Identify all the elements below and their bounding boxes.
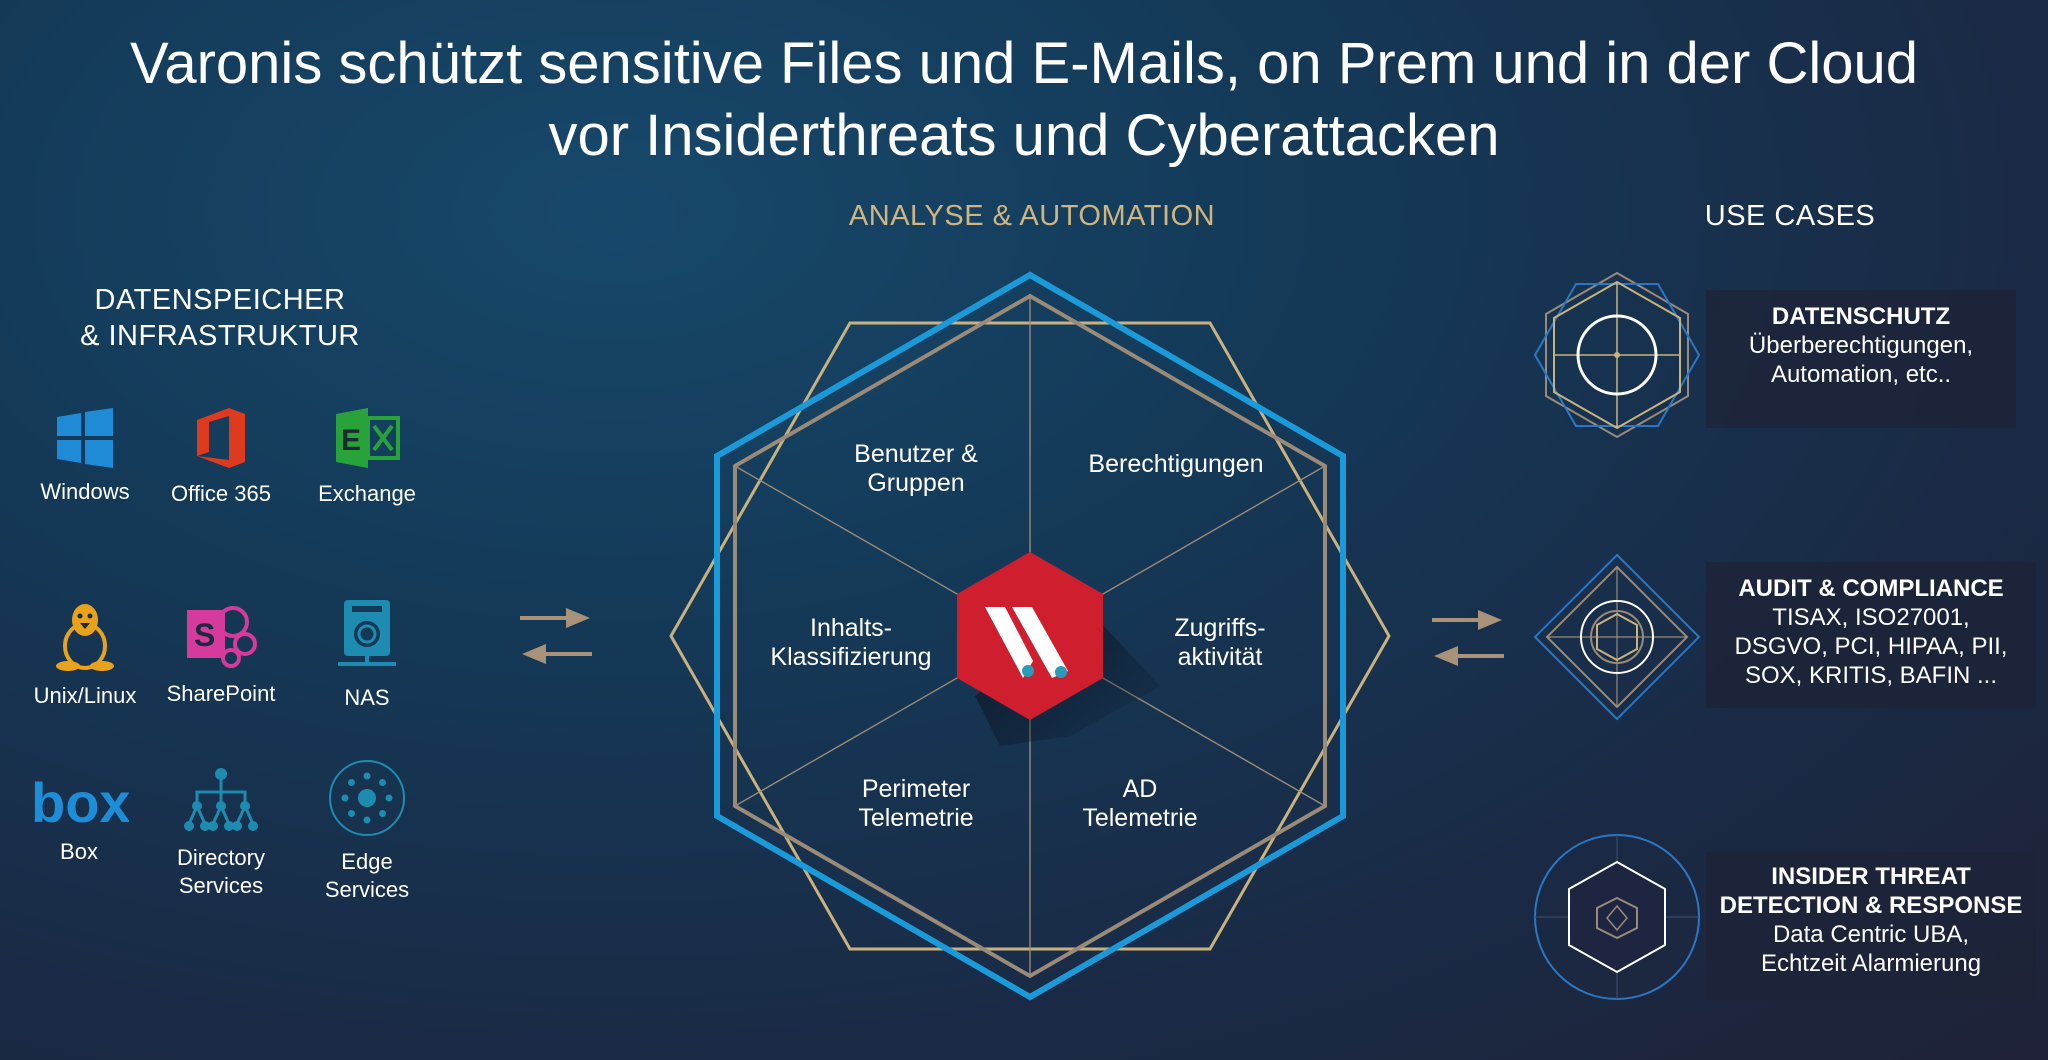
source-exchange: E Exchange xyxy=(292,406,442,508)
source-box: box Box xyxy=(4,772,154,866)
use-case-line: DSGVO, PCI, HIPAA, PII, xyxy=(1734,633,2008,660)
source-label: SharePoint xyxy=(166,681,276,706)
use-case-line: SOX, KRITIS, BAFIN ... xyxy=(1744,662,1998,689)
segment-users-groups: Benutzer & Gruppen xyxy=(816,440,1016,498)
segment-label-line1: Benutzer & xyxy=(854,440,978,468)
source-label: Unix/Linux xyxy=(33,683,137,708)
source-office365: Office 365 xyxy=(146,406,296,508)
source-label: Directory Services xyxy=(146,844,296,900)
directory-icon xyxy=(184,768,258,831)
segment-label-line2: Telemetrie xyxy=(1082,804,1198,832)
analysis-hexagon-diagram xyxy=(669,271,1391,1001)
source-label: Windows xyxy=(40,479,130,504)
use-case-line: Automation, etc.. xyxy=(1770,361,1952,388)
use-case-title: AUDIT & COMPLIANCE xyxy=(1738,575,2004,602)
svg-text:E: E xyxy=(341,424,361,457)
segment-label-line2: Gruppen xyxy=(867,469,965,497)
segment-permissions: Berechtigungen xyxy=(1088,450,1264,478)
linux-icon xyxy=(56,604,114,671)
segment-label-line1: Zugriffs- xyxy=(1174,614,1266,642)
data-stores-heading-line1: DATENSPEICHER xyxy=(94,284,346,316)
use-case-line: Überberechtigungen, xyxy=(1748,332,1974,359)
left-exchange-arrows xyxy=(520,608,592,664)
source-label-line1: Edge xyxy=(341,849,393,874)
source-nas: NAS xyxy=(292,598,442,712)
sharepoint-icon: S xyxy=(187,606,257,668)
arrow-right-icon xyxy=(520,608,590,628)
title-line-1: Varonis schützt sensitive Files und E-Ma… xyxy=(129,31,1919,96)
source-windows: Windows xyxy=(10,408,160,506)
insider-threat-icon xyxy=(1534,834,1700,1000)
use-case-title-line2: DETECTION & RESPONSE xyxy=(1719,892,2023,919)
nas-icon xyxy=(338,600,396,666)
box-icon: box xyxy=(31,772,129,828)
segment-content-classification: Inhalts- Klassifizierung xyxy=(751,614,951,672)
slide-title: Varonis schützt sensitive Files und E-Ma… xyxy=(0,28,2048,172)
use-cases-heading: USE CASES xyxy=(1704,200,1876,232)
arrow-right-icon xyxy=(1432,610,1502,630)
source-label: NAS xyxy=(344,685,390,710)
right-exchange-arrows xyxy=(1432,610,1504,666)
segment-label-line2: Klassifizierung xyxy=(770,643,932,671)
use-case-title: INSIDER THREAT xyxy=(1771,863,1971,890)
source-label: Edge Services xyxy=(292,848,442,904)
data-stores-heading: DATENSPEICHER & INFRASTRUKTUR xyxy=(60,282,380,354)
windows-icon xyxy=(57,408,113,468)
source-label: Exchange xyxy=(318,481,416,506)
data-stores-heading-line2: & INFRASTRUKTUR xyxy=(80,320,360,352)
source-directory: Directory Services xyxy=(146,766,296,900)
segment-label-line1: Inhalts- xyxy=(810,614,892,642)
data-protection-icon xyxy=(1533,271,1701,439)
arrow-left-icon xyxy=(522,644,592,664)
office365-icon xyxy=(197,408,245,468)
source-linux: Unix/Linux xyxy=(10,598,160,710)
use-case-title: DATENSCHUTZ xyxy=(1771,303,1951,330)
title-line-2: vor Insiderthreats und Cyberattacken xyxy=(548,103,1500,168)
segment-label-line1: AD xyxy=(1122,775,1158,803)
segment-perimeter-telemetry: Perimeter Telemetrie xyxy=(816,775,1016,833)
segment-label-line2: Telemetrie xyxy=(858,804,974,832)
segment-label-line1: Perimeter xyxy=(861,775,971,803)
varonis-logo-icon xyxy=(985,607,1068,678)
blue-hexagon-outline xyxy=(714,271,1346,1001)
use-case-data-protection: DATENSCHUTZ Überberechtigungen, Automati… xyxy=(1706,290,2016,428)
audit-compliance-icon xyxy=(1533,553,1701,721)
use-case-insider-threat: INSIDER THREAT DETECTION & RESPONSE Data… xyxy=(1706,852,2036,1000)
segment-access-activity: Zugriffs- aktivität xyxy=(1120,614,1320,672)
segment-label-line2: aktivität xyxy=(1177,643,1263,671)
source-sharepoint: S SharePoint xyxy=(146,600,296,708)
svg-text:box: box xyxy=(31,772,129,828)
edge-icon xyxy=(329,760,405,836)
source-label-line1: Directory xyxy=(176,845,265,870)
use-case-line: Echtzeit Alarmierung xyxy=(1760,950,1982,977)
gold-hexagon-outline xyxy=(669,321,1391,951)
source-label: Office 365 xyxy=(171,481,271,506)
source-label-line2: Services xyxy=(178,873,264,898)
use-case-audit-compliance: AUDIT & COMPLIANCE TISAX, ISO27001, DSGV… xyxy=(1706,562,2036,708)
arrow-left-icon xyxy=(1434,646,1504,666)
segment-ad-telemetry: AD Telemetrie xyxy=(1040,775,1240,833)
source-label-line2: Services xyxy=(324,877,410,902)
source-label: Box xyxy=(60,839,98,864)
analysis-heading: ANALYSE & AUTOMATION xyxy=(848,200,1216,232)
exchange-icon: E xyxy=(336,408,400,468)
use-case-line: Data Centric UBA, xyxy=(1772,921,1970,948)
svg-text:S: S xyxy=(194,617,215,653)
source-edge: Edge Services xyxy=(292,758,442,904)
use-case-line: TISAX, ISO27001, xyxy=(1772,604,1970,631)
